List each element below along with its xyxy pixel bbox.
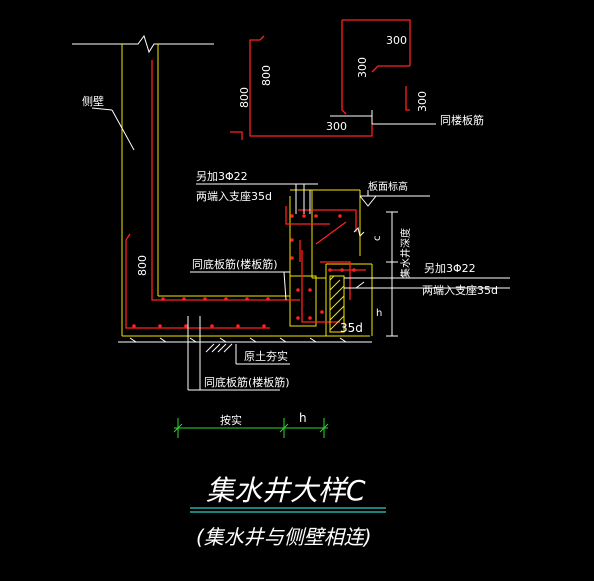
wall-800-tick <box>125 233 131 241</box>
same-floor-bars-label: 同楼板筋 <box>440 113 484 127</box>
bar-detail-leader <box>330 110 436 125</box>
side-wall-outline <box>121 44 159 320</box>
per-actual-label: 按实 <box>220 413 242 427</box>
detail-800-b-label: 800 <box>238 87 251 108</box>
detail-300-bottom-label: 300 <box>326 120 347 133</box>
title-underline <box>190 507 386 513</box>
original-soil-leader <box>235 344 290 365</box>
h-bottom-label: h <box>299 411 307 425</box>
detail-800-a-label: 800 <box>260 65 273 86</box>
same-bottom-bars-upper-label: 同底板筋(楼板筋) <box>192 257 278 271</box>
drawing-title: 集水井大样C <box>206 474 366 507</box>
slab-level-label: 板面标高 <box>368 180 408 193</box>
top-extra-bars-label: 另加3Φ22 <box>196 170 248 183</box>
detail-300-top-label: 300 <box>386 34 407 47</box>
bar-detail <box>230 19 411 140</box>
pit-concrete-outline <box>118 189 373 343</box>
well-depth-label: 集水井深度 <box>399 228 412 278</box>
original-soil-label: 原土夯实 <box>244 349 288 363</box>
side-wall-label: 侧壁 <box>82 94 104 108</box>
well-depth-dimension <box>386 211 398 337</box>
c-mark-label: c <box>372 236 383 242</box>
bottom-bars-upper-leader <box>190 271 290 301</box>
bottom-dimension <box>173 418 329 438</box>
right-extra-leader <box>344 277 510 289</box>
h-right-label: h <box>376 308 382 319</box>
bottom-bars-lower-leader <box>187 316 280 391</box>
wall-800-label: 800 <box>136 255 149 276</box>
drawing-subtitle: (集水井与侧壁相连) <box>196 525 372 549</box>
slab-level-marker <box>359 190 430 207</box>
soil-hatch <box>205 343 233 353</box>
detail-300-mid-label: 300 <box>356 57 369 78</box>
top-extra-anchor-label: 两端入支座35d <box>196 189 272 203</box>
anchor-35d-label: 35d <box>340 321 363 335</box>
step-hatch <box>329 275 345 333</box>
wall-break-line <box>72 34 214 54</box>
same-bottom-bars-lower-label: 同底板筋(楼板筋) <box>204 375 290 389</box>
top-extra-leader <box>196 183 318 214</box>
rebar-lines <box>125 60 366 329</box>
detail-300-right-label: 300 <box>416 91 429 112</box>
c-break <box>353 227 365 237</box>
right-extra-bars-label: 另加3Φ22 <box>424 262 476 275</box>
right-extra-anchor-label: 两端入支座35d <box>422 283 498 297</box>
side-wall-leader <box>91 107 135 151</box>
blinding-hatch <box>129 337 347 343</box>
rebar-dots <box>132 214 356 328</box>
